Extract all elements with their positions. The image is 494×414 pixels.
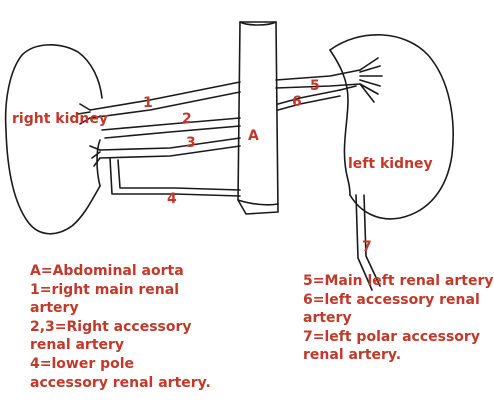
right-accessory-renal-artery-3 <box>99 137 241 159</box>
right-kidney-outline <box>4 44 103 235</box>
left-branch-tuft <box>339 57 383 103</box>
renal-artery-diagram: right kidney left kidney A 1 2 3 4 5 6 7… <box>4 21 494 392</box>
legend-left-line: 1=right main renal <box>30 281 180 298</box>
label-3: 3 <box>186 135 196 151</box>
label-7: 7 <box>362 239 372 255</box>
legend-left-line: 4=lower pole <box>30 355 135 372</box>
legend-left: A=Abdominal aorta 1=right main renal art… <box>30 262 211 392</box>
label-5: 5 <box>310 78 320 94</box>
aorta-letter-label: A <box>248 128 259 144</box>
left-kidney-hilum <box>329 49 351 196</box>
left-accessory-renal-artery <box>277 89 341 111</box>
left-kidney-label: left kidney <box>348 156 433 172</box>
label-1: 1 <box>143 95 153 111</box>
right-main-renal-artery <box>89 81 241 119</box>
left-polar-accessory-renal-artery <box>355 194 381 291</box>
aorta-top-cap <box>239 21 277 26</box>
legend-right-line: renal artery. <box>303 347 402 364</box>
label-2: 2 <box>182 111 192 127</box>
legend-right-line: 6=left accessory renal <box>303 291 480 308</box>
main-left-renal-artery <box>275 69 361 89</box>
legend-right-line: 5=Main left renal artery <box>303 273 494 289</box>
legend-right-line: artery <box>303 310 352 327</box>
lower-pole-accessory-renal-artery <box>109 157 241 197</box>
right-accessory-renal-artery-2 <box>101 117 241 139</box>
legend-left-line: 2,3=Right accessory <box>30 318 192 335</box>
left-kidney-outline <box>329 33 454 220</box>
diagram-canvas: right kidney left kidney A 1 2 3 4 5 6 7 <box>4 21 454 291</box>
label-4: 4 <box>167 191 177 207</box>
legend-left-line: accessory renal artery. <box>30 374 211 391</box>
right-kidney-label: right kidney <box>12 111 108 127</box>
abdominal-aorta <box>237 21 279 215</box>
legend-left-line: A=Abdominal aorta <box>30 263 184 279</box>
right-kidney-hilum <box>96 139 101 187</box>
legend-right-line: 7=left polar accessory <box>303 328 480 345</box>
legend-left-line: renal artery <box>30 337 125 354</box>
label-6: 6 <box>292 94 302 110</box>
right-branch-tuft <box>77 103 101 167</box>
aorta-bottom-cap <box>237 199 279 206</box>
legend-left-line: artery <box>30 300 79 317</box>
legend-right: 5=Main left renal artery 6=left accessor… <box>303 272 494 365</box>
